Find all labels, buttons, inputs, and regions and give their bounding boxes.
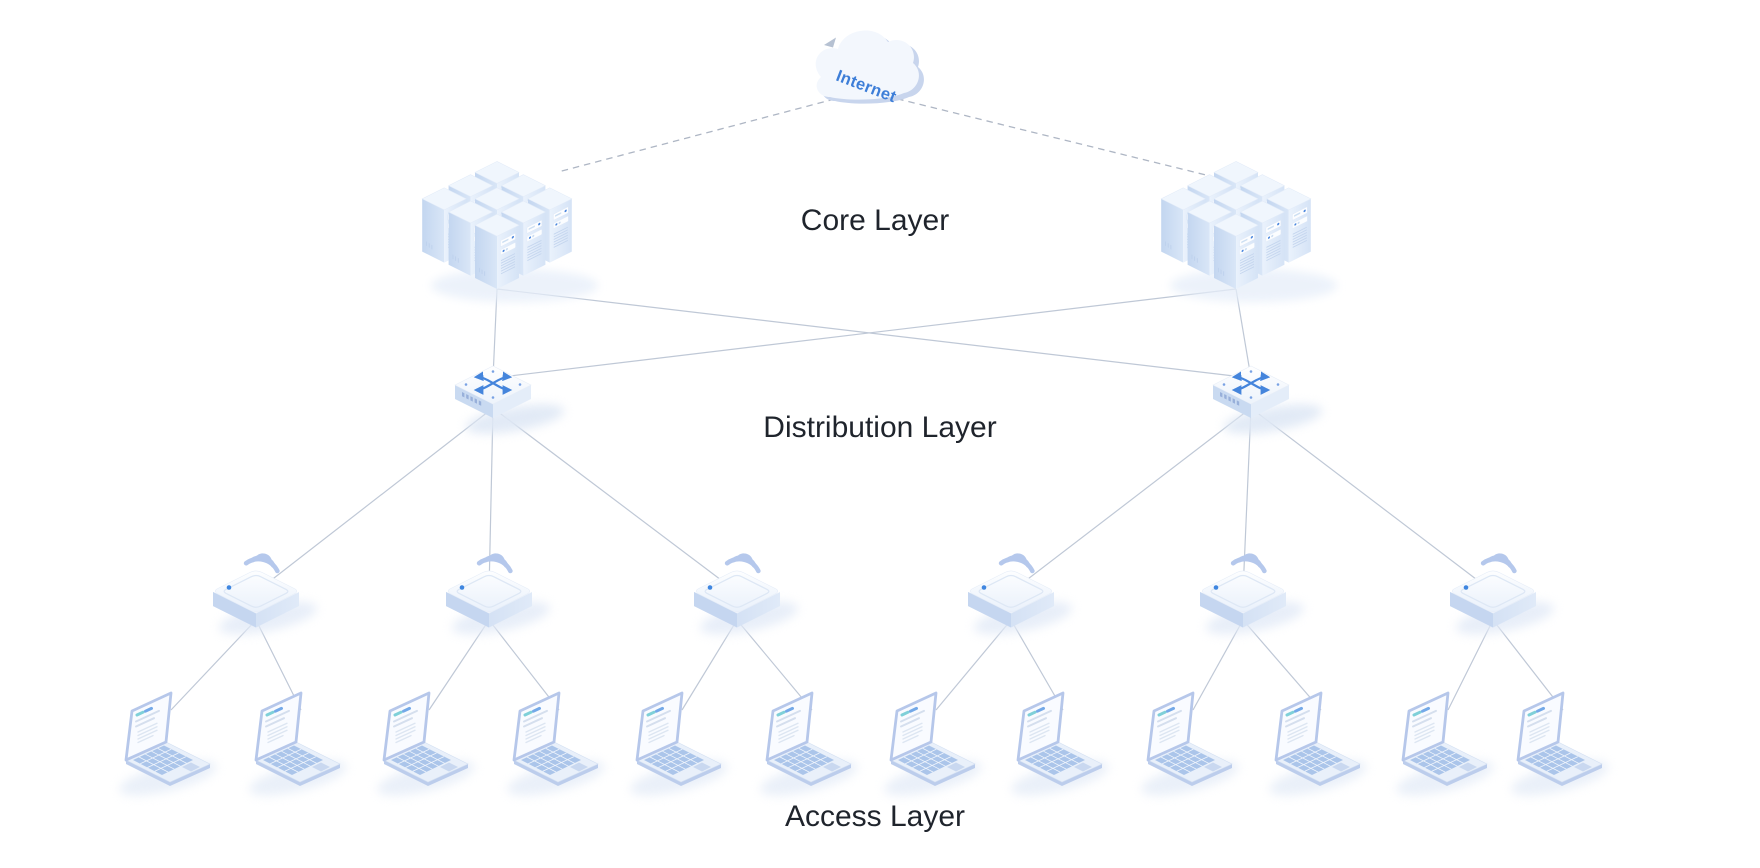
server-cluster-right <box>1161 161 1337 302</box>
laptop-9 <box>1138 693 1241 803</box>
distribution-switch-left <box>455 366 566 440</box>
access-point-2 <box>446 552 553 641</box>
laptop-5 <box>627 693 730 803</box>
internet-cloud: Internet <box>815 30 924 106</box>
access-point-1 <box>213 552 320 641</box>
laptop-12 <box>1508 693 1611 803</box>
laptop-8 <box>1008 693 1111 803</box>
link-cloud-core-right <box>885 95 1211 177</box>
distribution-access-links <box>255 407 1494 593</box>
laptop-1 <box>116 693 219 803</box>
cloud-links <box>557 95 1211 177</box>
access-point-3 <box>694 552 801 641</box>
distribution-layer-label: Distribution Layer <box>763 411 996 444</box>
laptop-6 <box>757 693 860 803</box>
cloud-pointer-icon <box>824 37 836 48</box>
core-layer-label: Core Layer <box>801 204 949 237</box>
core-distribution-links <box>492 288 1252 379</box>
access-laptop-links <box>170 619 1564 711</box>
server-cluster-left <box>422 161 598 302</box>
access-point-6 <box>1450 552 1557 641</box>
laptop-10 <box>1266 693 1369 803</box>
laptop-2 <box>246 693 349 803</box>
access-point-4 <box>968 552 1075 641</box>
laptop-4 <box>504 693 607 803</box>
laptop-3 <box>374 693 477 803</box>
laptop-7 <box>881 693 984 803</box>
distribution-switch-right <box>1213 366 1324 440</box>
cloud-icon <box>815 30 919 100</box>
link-cloud-core-left <box>557 95 847 173</box>
access-point-5 <box>1200 552 1307 641</box>
access-layer-label: Access Layer <box>785 800 965 833</box>
laptop-11 <box>1393 693 1496 803</box>
